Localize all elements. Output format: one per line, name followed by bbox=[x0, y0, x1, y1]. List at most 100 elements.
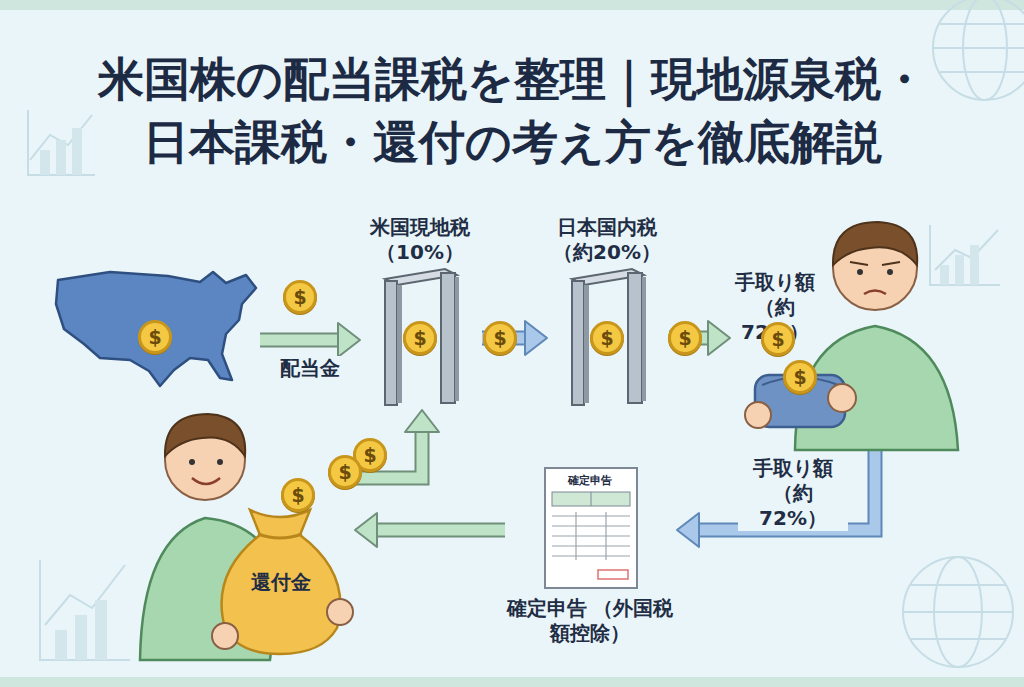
arrow-head bbox=[708, 321, 730, 355]
tax-return-form-art-part bbox=[552, 492, 630, 506]
background-decor-part-part bbox=[910, 584, 1006, 586]
refund-figure-art-part bbox=[222, 510, 341, 654]
coin-symbol: $ bbox=[483, 321, 517, 355]
arrow-shaft-outline bbox=[699, 450, 875, 530]
flow-arrow bbox=[482, 321, 547, 355]
investor-figure-art-part bbox=[887, 269, 893, 275]
arrow-head bbox=[355, 513, 377, 547]
background-decor-part-part bbox=[970, 245, 979, 285]
refund-figure: 還付金 bbox=[130, 398, 355, 660]
background-decor-part-part bbox=[55, 630, 67, 660]
background-decor-part-part bbox=[40, 150, 50, 175]
coin-symbol: $ bbox=[138, 320, 172, 354]
tax-return-form-art-part bbox=[552, 512, 630, 560]
background-decor-part-part bbox=[935, 230, 998, 270]
tax-gate-art-part bbox=[441, 273, 455, 403]
refund-figure-art-part bbox=[212, 623, 238, 649]
tax-return-form-art-part-part bbox=[552, 525, 630, 526]
background-decor-part-part bbox=[95, 600, 107, 660]
background-decor-part-part bbox=[28, 110, 95, 175]
tax-return-form-art-part-part bbox=[575, 512, 576, 560]
tax-return-form-art-part-part bbox=[552, 515, 630, 516]
tax-return-form-art-part-part bbox=[552, 535, 630, 536]
background-decor-part-part bbox=[933, 47, 1024, 49]
arrow-shaft bbox=[260, 335, 338, 346]
tax-gate-art-part bbox=[628, 273, 642, 403]
arrow-shaft bbox=[699, 450, 875, 530]
investor-figure-art-part bbox=[864, 291, 886, 295]
coin-symbol: $ bbox=[328, 455, 362, 489]
tax-gate: 日本国内税 （約20%） bbox=[547, 215, 669, 410]
flow-arrow bbox=[677, 450, 875, 547]
background-decor-part-part bbox=[940, 23, 1024, 25]
investor-figure-art-part bbox=[828, 384, 856, 412]
background-decor-part-part bbox=[955, 255, 964, 285]
tax-return-form-art-part bbox=[545, 468, 637, 588]
tax-gate-art-part bbox=[385, 281, 397, 405]
background-decor-part bbox=[28, 0, 1024, 667]
tax-gate-art-part bbox=[397, 285, 402, 403]
arrow-shaft-outline bbox=[260, 333, 338, 348]
refund-figure-art-part bbox=[217, 459, 223, 465]
tax-return-form-art-part-part bbox=[552, 555, 630, 556]
coin-symbol: $ bbox=[761, 322, 795, 356]
coin-symbol: $ bbox=[283, 280, 317, 314]
background-decor-part-part bbox=[940, 71, 1024, 73]
refund-bag-label: 還付金 bbox=[243, 570, 319, 595]
form-caption: 確定申告 （外国税額控除） bbox=[505, 596, 675, 646]
flow-arrow bbox=[355, 513, 505, 547]
coin-symbol: $ bbox=[783, 360, 817, 394]
tax-gate-art-part bbox=[642, 277, 646, 401]
us-map-art-part bbox=[56, 272, 256, 386]
background-decor-part bbox=[0, 677, 1024, 687]
form-header: 確定申告 bbox=[544, 474, 636, 487]
gate-heading: 日本国内税 （約20%） bbox=[547, 215, 667, 265]
tax-gate-art-part bbox=[584, 285, 589, 403]
investor-figure-art-part bbox=[857, 269, 863, 275]
refund-figure-art-part bbox=[327, 599, 353, 625]
background-decor-part-part bbox=[56, 140, 66, 175]
refund-figure-art-part bbox=[189, 459, 195, 465]
edge-label: 手取り額 （約72%） bbox=[738, 456, 848, 531]
edge-label: 配当金 bbox=[262, 356, 358, 381]
arrow-head bbox=[677, 513, 699, 547]
tax-return-form-art-part-part bbox=[605, 512, 606, 560]
background-decor-part-part bbox=[940, 265, 949, 285]
arrow-head bbox=[338, 323, 360, 357]
flow-arrow bbox=[669, 321, 730, 355]
arrow-shaft-outline bbox=[377, 523, 505, 538]
coin-symbol: $ bbox=[281, 478, 315, 512]
coin-symbol: $ bbox=[668, 321, 702, 355]
flow-arrow bbox=[260, 323, 360, 357]
coin-symbol: $ bbox=[403, 321, 437, 355]
tax-return-form-art-part bbox=[598, 570, 628, 579]
refund-figure-art-part bbox=[258, 534, 302, 538]
tax-gate: 米国現地税 （10%） bbox=[360, 215, 482, 410]
coin-symbol: $ bbox=[590, 321, 624, 355]
background-decor-part-part bbox=[40, 560, 130, 660]
arrow-shaft bbox=[377, 525, 505, 536]
arrow-head bbox=[405, 410, 439, 432]
background-decor-part-part bbox=[933, 0, 1024, 100]
background-decor-part-part bbox=[963, 0, 1007, 100]
background-decor-part bbox=[40, 128, 979, 660]
arrow-head bbox=[525, 321, 547, 355]
background-decor-part-part bbox=[75, 615, 87, 660]
investor-figure-art-part bbox=[745, 402, 771, 428]
background-decor-part bbox=[0, 0, 1024, 10]
tax-gate-art-part bbox=[455, 277, 459, 401]
investor-figure-art-part bbox=[833, 222, 917, 265]
refund-figure-art bbox=[130, 398, 355, 660]
tax-gate-art-part bbox=[572, 281, 584, 405]
gate-heading: 米国現地税 （10%） bbox=[360, 215, 480, 265]
refund-figure-art-part bbox=[165, 414, 245, 456]
title-heading: 米国株の配当課税を整理｜現地源泉税・ 日本課税・還付の考え方を徹底解説 bbox=[82, 48, 942, 175]
refund-figure-art-part bbox=[192, 478, 220, 484]
tax-return-form: 確定申告確定申告 （外国税額控除） bbox=[505, 468, 677, 648]
investor-figure-art-part bbox=[850, 262, 900, 265]
background-decor-part-part bbox=[903, 557, 1013, 667]
background-decor-part-part bbox=[72, 128, 82, 175]
background-decor-part-part bbox=[903, 611, 1013, 613]
